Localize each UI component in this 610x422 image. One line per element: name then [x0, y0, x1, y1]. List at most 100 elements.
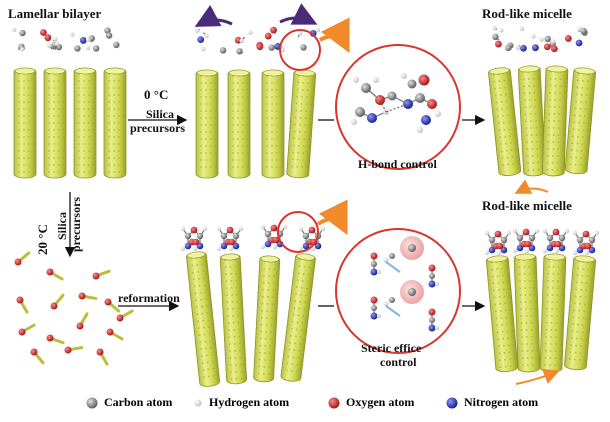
atom — [551, 39, 556, 44]
surfactant-headgroup — [96, 348, 104, 356]
silica-rod — [253, 255, 281, 383]
atom — [373, 77, 379, 83]
atom — [181, 247, 185, 251]
silica-rod — [541, 65, 569, 177]
atom — [520, 44, 527, 52]
atom — [371, 305, 377, 311]
atom — [494, 230, 502, 238]
atom — [315, 27, 321, 33]
atom — [204, 33, 209, 38]
atom — [202, 226, 208, 232]
surfactant-headgroup — [16, 296, 24, 304]
atom — [367, 113, 377, 123]
atom — [236, 48, 243, 55]
atom — [260, 224, 266, 230]
silica-rod — [43, 67, 67, 179]
silica-rod — [488, 67, 522, 176]
legend-oxygen-label: Oxygen atom — [346, 395, 415, 409]
atom — [524, 240, 532, 248]
atom — [421, 115, 431, 125]
temp-0c-label: 0 °C — [144, 87, 169, 102]
silica-rod — [286, 69, 317, 179]
atom — [92, 45, 100, 52]
precursors-top-label: precursors — [130, 121, 186, 135]
surfactant-headgroup — [64, 346, 72, 354]
atom — [370, 268, 378, 276]
atom — [264, 240, 272, 248]
atom — [525, 249, 529, 253]
steric-control-label-2: control — [380, 355, 417, 369]
atom — [201, 47, 206, 52]
atom — [53, 36, 58, 42]
atom — [428, 324, 436, 332]
silica-rod — [103, 67, 127, 179]
atom — [554, 240, 562, 248]
atom — [85, 45, 91, 51]
silica-rod — [73, 67, 97, 179]
atom — [280, 47, 285, 53]
surfactant-head — [226, 226, 244, 251]
atom — [572, 230, 578, 236]
rotation-arrow-right — [279, 3, 318, 25]
headgroup-cluster — [492, 25, 588, 53]
surfactant-head — [522, 228, 540, 253]
atom — [407, 79, 417, 89]
atom — [383, 301, 389, 307]
zoom-circle-steric — [335, 228, 461, 354]
atom — [302, 242, 310, 250]
surfactant-headgroup — [78, 292, 86, 300]
rod-micelle-bottom-label: Rod-like micelle — [482, 198, 572, 213]
zoom-circle-bottom-small — [277, 211, 319, 253]
atom — [429, 273, 435, 279]
atom — [383, 257, 389, 263]
atom — [361, 83, 371, 93]
atom — [370, 296, 378, 304]
atom — [268, 44, 275, 51]
silica-rod — [13, 67, 37, 179]
atom — [564, 228, 570, 234]
reformation-label: reformation — [118, 291, 180, 305]
headgroup-cluster — [194, 26, 321, 55]
atom — [543, 249, 547, 253]
atom — [585, 251, 589, 255]
lamellar-bilayer-label: Lamellar bilayer — [8, 6, 102, 21]
atom — [546, 244, 554, 252]
atom — [184, 232, 192, 240]
atom — [428, 280, 436, 288]
legend-nitrogen-label: Nitrogen atom — [464, 395, 539, 409]
atom — [298, 226, 304, 232]
silica-rod — [195, 69, 219, 179]
atom — [220, 232, 228, 240]
atom — [500, 236, 508, 244]
orange-swirl-bottom — [316, 199, 348, 236]
atom — [196, 232, 204, 240]
atom — [70, 32, 75, 37]
legend-oxygen-icon — [328, 397, 340, 409]
surfactant-headgroup — [46, 334, 54, 342]
atom — [496, 242, 504, 250]
atom — [192, 238, 200, 246]
legend-hydrogen-icon — [194, 399, 202, 407]
atom — [272, 236, 280, 244]
zoom-circles-layer — [277, 29, 461, 354]
atom — [429, 317, 435, 323]
atom — [403, 99, 413, 109]
atom — [435, 111, 441, 117]
silica-rod — [539, 253, 567, 373]
atom — [248, 30, 253, 35]
hbond-molecules — [351, 73, 441, 133]
atom — [543, 43, 551, 51]
surfactant-headgroup — [14, 258, 22, 266]
steric-molecules — [370, 236, 439, 332]
atom — [104, 27, 111, 34]
zoom-circle-hbond — [335, 44, 461, 170]
atom — [351, 119, 357, 125]
atom — [217, 247, 221, 251]
temp-20c-label: 20 °C — [35, 224, 50, 255]
scattered-surfactants — [14, 251, 134, 366]
headgroups-layer — [12, 25, 600, 366]
atom — [113, 41, 120, 49]
atom — [387, 91, 397, 101]
atom — [522, 228, 530, 236]
hbond-control-label: H-bond control — [358, 157, 437, 171]
